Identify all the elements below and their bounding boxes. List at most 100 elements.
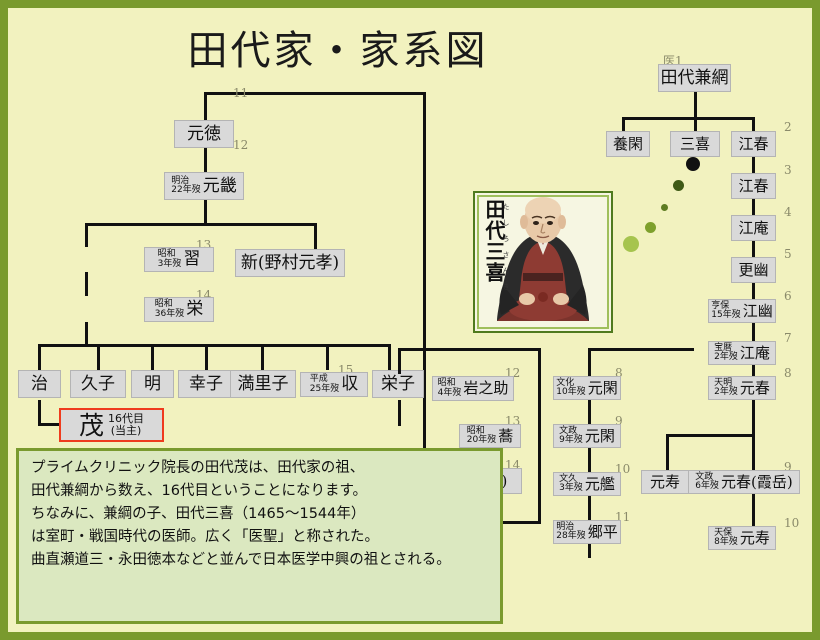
node-sanki[interactable]: 三喜 — [670, 131, 720, 157]
node-label: 江庵 — [738, 218, 769, 237]
node-mariko[interactable]: 満里子 — [230, 370, 296, 398]
node-hisako[interactable]: 久子 — [70, 370, 126, 398]
connector-to-iwanosuke — [398, 348, 401, 374]
trail-dot-3 — [661, 204, 668, 211]
node-label: 幸子 — [189, 373, 223, 394]
node-label: 元畿 — [202, 175, 237, 196]
connector-motoharu8-split — [666, 434, 755, 437]
connector-motoharu9-motohisa10 — [752, 490, 755, 530]
connector-kanetsuna-down — [694, 92, 697, 120]
node-label: 元閑 — [584, 426, 615, 445]
connector-shu-sakae — [85, 272, 88, 296]
node-koshun-3[interactable]: 江春 — [731, 173, 776, 199]
connector-drop-hisako — [97, 344, 100, 370]
gen-number-koyu6: 6 — [784, 289, 792, 303]
gen-number-koshun3: 3 — [784, 163, 792, 177]
node-sachiko[interactable]: 幸子 — [178, 370, 234, 398]
node-shin-nomura[interactable]: 新(野村元孝) — [235, 249, 345, 277]
connector-to-yokan — [622, 117, 625, 131]
node-label: 江庵 — [739, 343, 770, 362]
gen-number-motohisa10: 10 — [784, 516, 800, 530]
node-current-head-shigeru[interactable]: 茂 16代目(当主) — [59, 408, 164, 442]
portrait-illustration — [475, 193, 611, 331]
node-label: 田代兼網 — [660, 67, 729, 88]
gen-number-motoharu9: 9 — [784, 460, 792, 474]
node-yokan[interactable]: 養閑 — [606, 131, 650, 157]
node-label: 元寿 — [649, 472, 680, 491]
portrait-tashiro-sanki: 田代三喜 たしろさんき — [473, 191, 613, 333]
connector-genkan10-kyohei — [588, 496, 591, 522]
node-label: 栄 — [186, 299, 204, 319]
node-akira[interactable]: 明 — [131, 370, 174, 398]
connector-mid-top — [588, 348, 591, 376]
node-motonori[interactable]: 元徳 — [174, 120, 234, 148]
node-label: 江春 — [738, 134, 769, 153]
node-osamu[interactable]: 治 — [18, 370, 61, 398]
connector-iwanosuke-kyo — [398, 400, 401, 426]
connector-drop-osamu — [38, 344, 41, 370]
connector-osamu-shigeru-h — [38, 423, 60, 426]
note-line-5: 曲直瀬道三・永田徳本などと並んで日本医学中興の祖とされる。 — [31, 552, 451, 568]
connector-inner-top — [538, 348, 541, 362]
node-koyu-5[interactable]: 更幽 — [731, 257, 776, 283]
gen-number-genkan9: 9 — [615, 414, 623, 428]
connector-motonori-up — [204, 92, 207, 120]
description-note-box: プライムクリニック院長の田代茂は、田代家の祖、 田代兼綱から数え、16代目という… — [16, 448, 503, 624]
node-koan-4[interactable]: 江庵 — [731, 215, 776, 241]
node-tashiro-kanetsuna[interactable]: 田代兼網 — [658, 64, 731, 92]
connector-to-shu — [85, 223, 88, 247]
gen-number-motonori: 11 — [233, 86, 249, 100]
connector-drop-mariko — [261, 344, 264, 370]
node-eiko[interactable]: 栄子 — [372, 370, 424, 398]
node-label: 治 — [31, 373, 48, 394]
node-label: 明 — [144, 373, 161, 394]
connector-motoharu8-down — [752, 396, 755, 436]
connector-inner-bus-top — [398, 348, 540, 351]
trail-dot-5 — [623, 236, 639, 252]
node-label: 江幽 — [742, 301, 773, 320]
head-sub-label: 16代目(当主) — [108, 412, 144, 437]
node-label: 三喜 — [679, 134, 710, 153]
connector-motonori-motoki — [204, 148, 207, 172]
node-motohisa-side[interactable]: 元寿 — [641, 470, 689, 494]
node-label: 久子 — [81, 373, 115, 394]
node-label: 茂 — [78, 410, 104, 440]
node-koshun-2[interactable]: 江春 — [731, 131, 776, 157]
gen-number-genkan8: 8 — [615, 366, 623, 380]
connector-kanetsuna-split — [622, 117, 754, 120]
node-label: 満里子 — [237, 373, 289, 394]
node-label: 更幽 — [738, 260, 769, 279]
page-title: 田代家・家系図 — [187, 28, 489, 74]
connector-drop-sachiko — [205, 344, 208, 370]
gen-number-koan7: 7 — [784, 331, 792, 345]
node-label: 栄子 — [381, 373, 415, 394]
node-label: 収 — [341, 374, 359, 394]
connector-inner-right-side — [538, 362, 541, 524]
